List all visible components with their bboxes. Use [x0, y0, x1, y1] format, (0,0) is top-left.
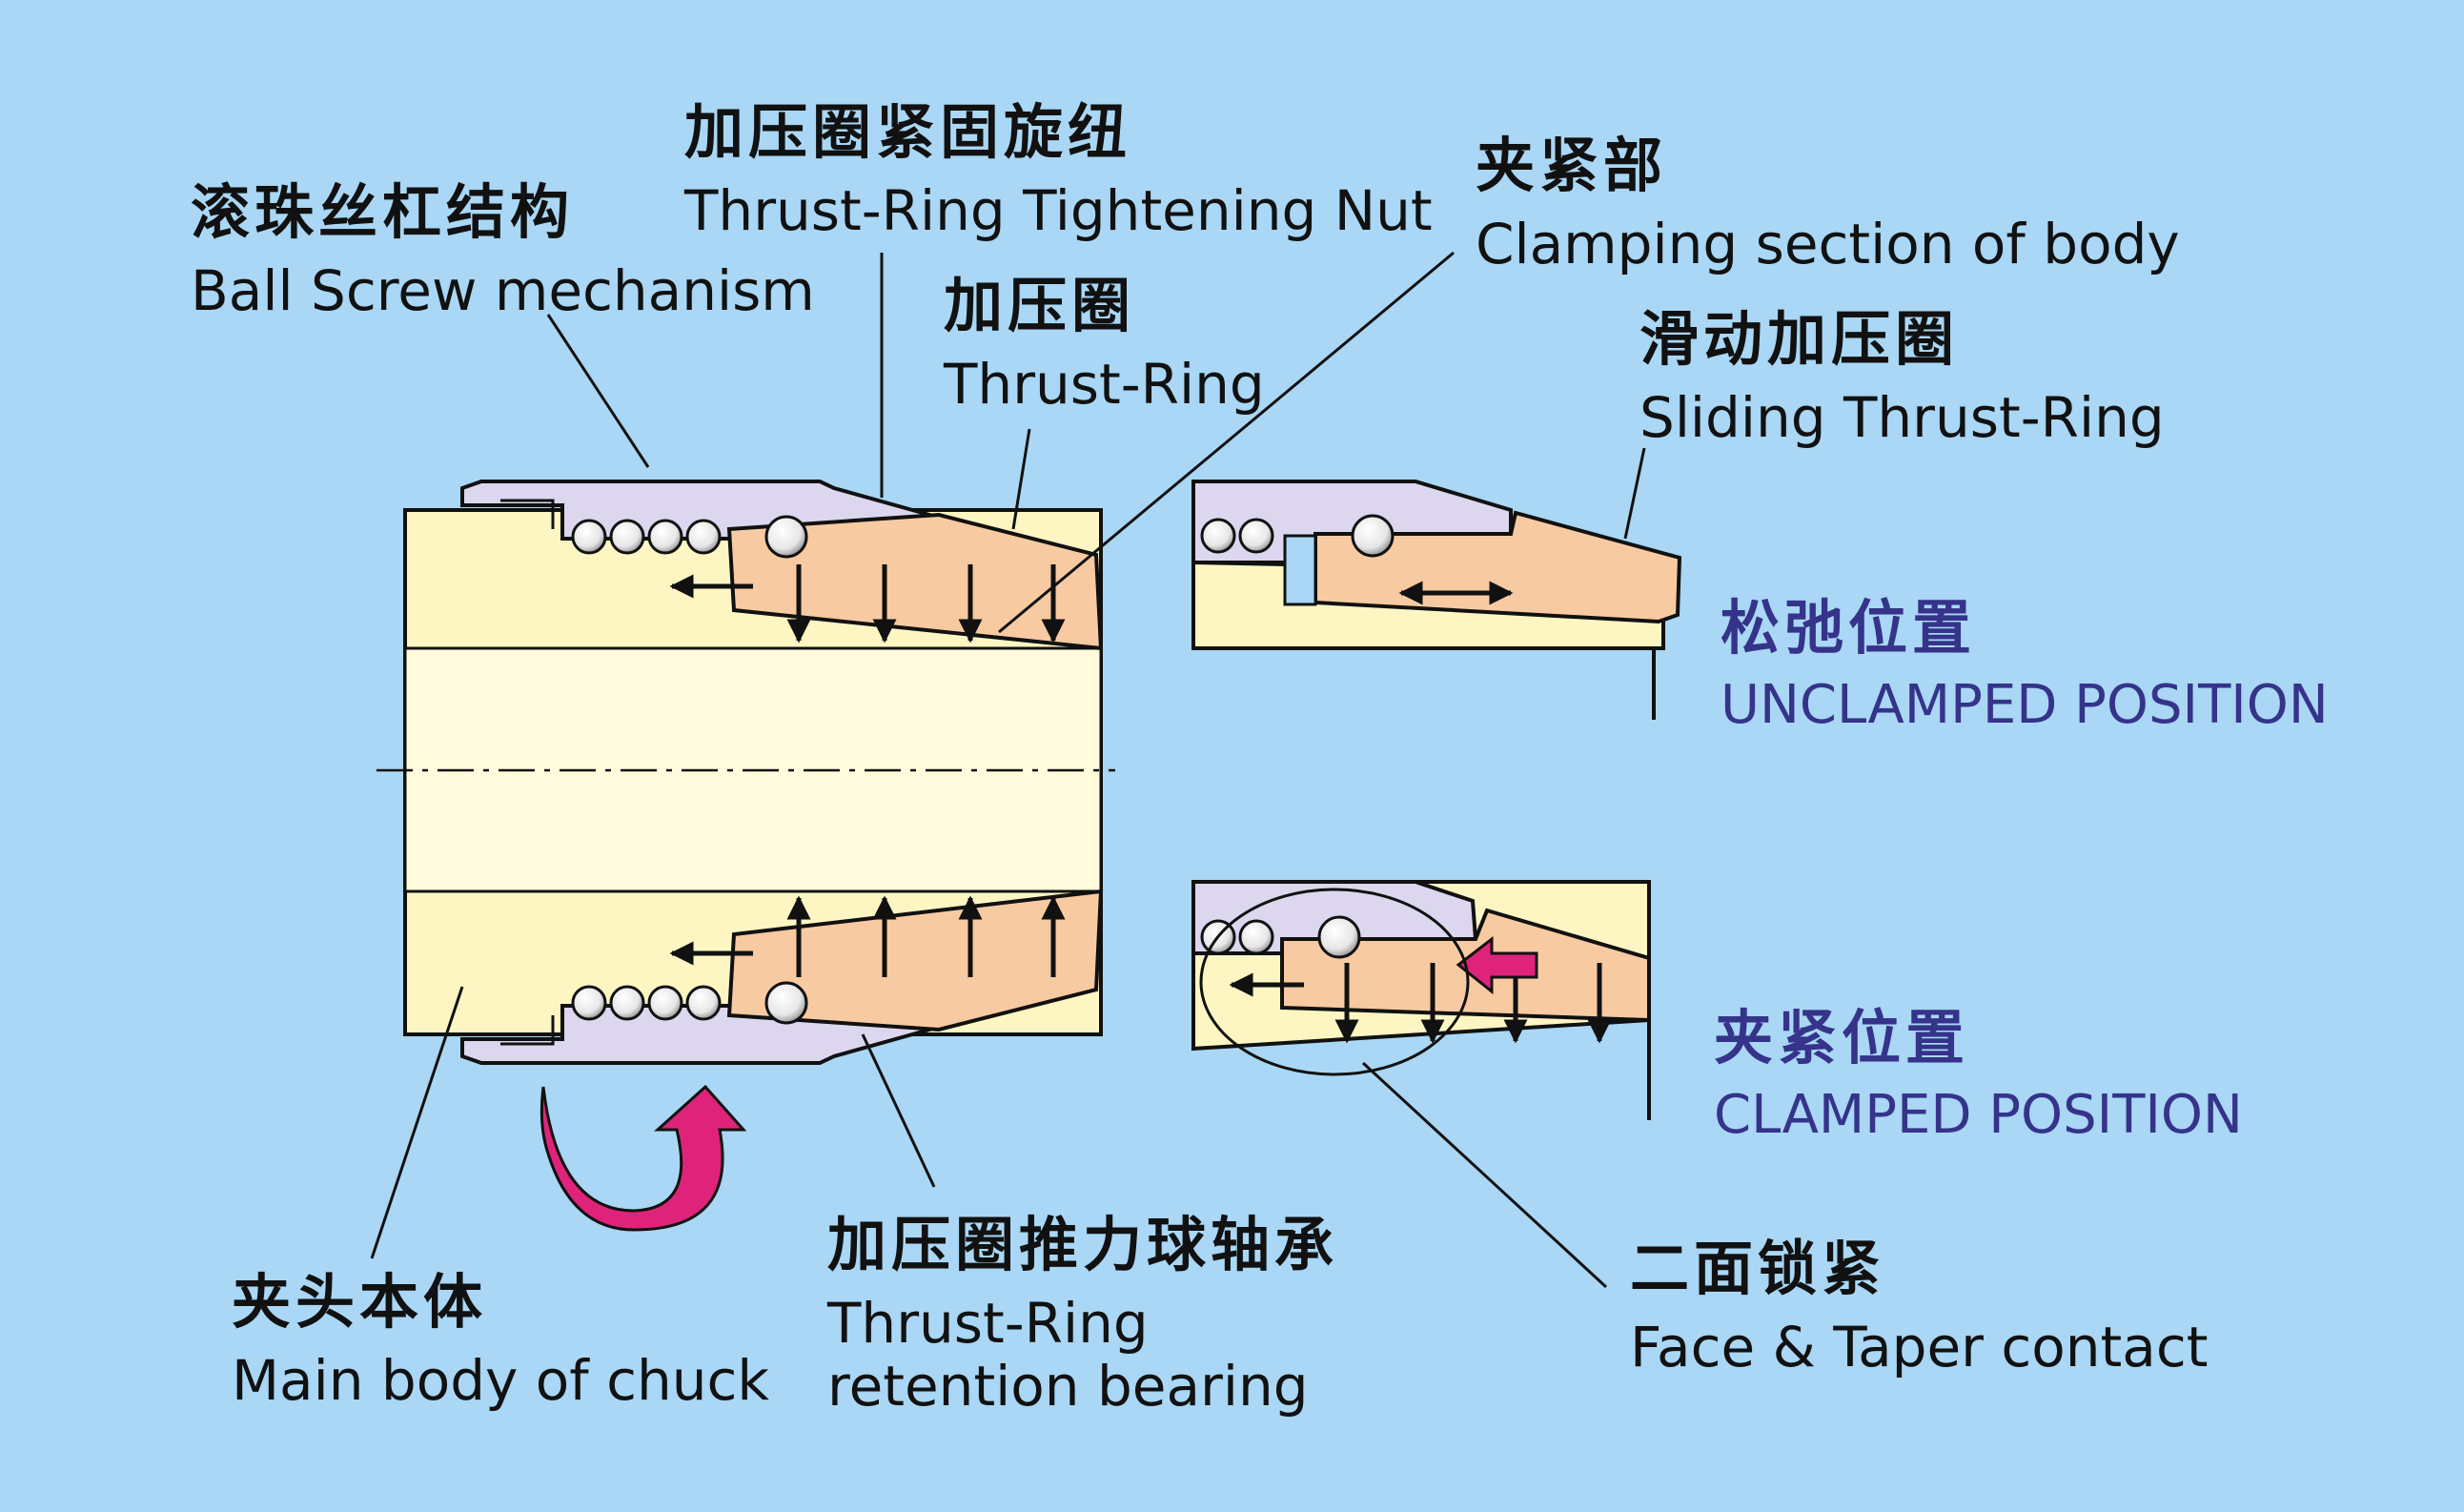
label-unclamped-position: 松弛位置 UNCLAMPED POSITION	[1721, 599, 2329, 732]
label-clamped-zh: 夹紧位置	[1714, 1003, 1970, 1073]
unclamped-detail	[1191, 480, 1682, 720]
clamped-detail	[1191, 880, 1651, 1120]
curved-rotation-arrow-icon	[540, 1084, 747, 1232]
face-taper-callout-circle	[1199, 888, 1470, 1076]
label-clamping-section-zh: 夹紧部	[1476, 131, 1668, 200]
label-thrust-ring-en: Thrust-Ring	[944, 352, 1265, 417]
nut-detail-bottom	[500, 1015, 555, 1046]
label-clamping-section: 夹紧部 Clamping section of body	[1476, 131, 2180, 276]
ball-icon	[647, 985, 683, 1021]
label-face-taper-en: Face & Taper contact	[1630, 1315, 2209, 1379]
force-arrows-top	[669, 564, 1066, 644]
label-sliding-ring-en: Sliding Thrust-Ring	[1639, 385, 2165, 450]
label-tightening-nut-en: Thrust-Ring Tightening Nut	[684, 178, 1433, 243]
label-clamping-section-en: Clamping section of body	[1476, 212, 2180, 276]
label-face-taper-zh: 二面锁紧	[1630, 1234, 1886, 1303]
label-ball-screw-en: Ball Screw mechanism	[191, 258, 815, 323]
label-clamped-en: CLAMPED POSITION	[1714, 1084, 2243, 1146]
ball-icon	[764, 515, 808, 559]
clamped-force-arrows	[1229, 963, 1612, 1044]
label-main-body-zh: 夹头本体	[232, 1267, 488, 1337]
label-tightening-nut-zh: 加压圈紧固旋纽	[684, 97, 1132, 167]
ball-icon	[571, 985, 607, 1021]
ball-icon	[609, 519, 645, 555]
label-ball-screw: 滚珠丝杠结构 Ball Screw mechanism	[191, 177, 815, 323]
label-unclamped-zh: 松弛位置	[1721, 593, 1977, 663]
ball-icon	[609, 985, 645, 1021]
label-main-body: 夹头本体 Main body of chuck	[232, 1267, 769, 1413]
label-unclamped-en: UNCLAMPED POSITION	[1721, 674, 2329, 736]
ball-icon	[685, 985, 722, 1021]
label-main-body-en: Main body of chuck	[232, 1348, 769, 1413]
label-thrust-ring: 加压圈 Thrust-Ring	[944, 271, 1265, 417]
ball-icon	[1351, 514, 1395, 558]
ball-icon	[1317, 915, 1361, 959]
unclamped-gap	[1283, 534, 1317, 606]
ball-row-bottom	[571, 981, 808, 1025]
thrust-ring-bottom	[726, 889, 1104, 1032]
ball-row-top	[571, 515, 808, 559]
label-sliding-ring-zh: 滑动加压圈	[1639, 304, 1960, 374]
ball-icon	[1238, 919, 1274, 955]
label-thrust-ring-zh: 加压圈	[944, 271, 1136, 340]
label-retention-bearing-en2: retention bearing	[827, 1354, 1309, 1419]
main-chuck	[377, 480, 1115, 1232]
ball-icon	[1238, 518, 1274, 554]
label-retention-bearing-zh: 加压圈推力球轴承	[827, 1210, 1339, 1279]
label-retention-bearing-en1: Thrust-Ring	[827, 1291, 1149, 1356]
ball-icon	[647, 519, 683, 555]
nut-detail-top	[500, 499, 555, 529]
thrust-ring-top	[726, 512, 1104, 651]
label-ball-screw-zh: 滚珠丝杠结构	[191, 177, 575, 247]
label-sliding-ring: 滑动加压圈 Sliding Thrust-Ring	[1639, 304, 2165, 450]
force-arrows-bottom	[669, 895, 1066, 977]
leader-lines	[370, 251, 1646, 1289]
ball-icon	[1200, 518, 1236, 554]
label-clamped-position: 夹紧位置 CLAMPED POSITION	[1714, 1009, 2243, 1142]
label-face-taper: 二面锁紧 Face & Taper contact	[1630, 1234, 2209, 1379]
push-arrow-icon	[1456, 935, 1538, 995]
label-tightening-nut: 加压圈紧固旋纽 Thrust-Ring Tightening Nut	[684, 97, 1433, 243]
ball-icon	[571, 519, 607, 555]
ball-icon	[764, 981, 808, 1025]
label-retention-bearing: 加压圈推力球轴承 Thrust-Ring retention bearing	[827, 1210, 1339, 1419]
ball-icon	[685, 519, 722, 555]
